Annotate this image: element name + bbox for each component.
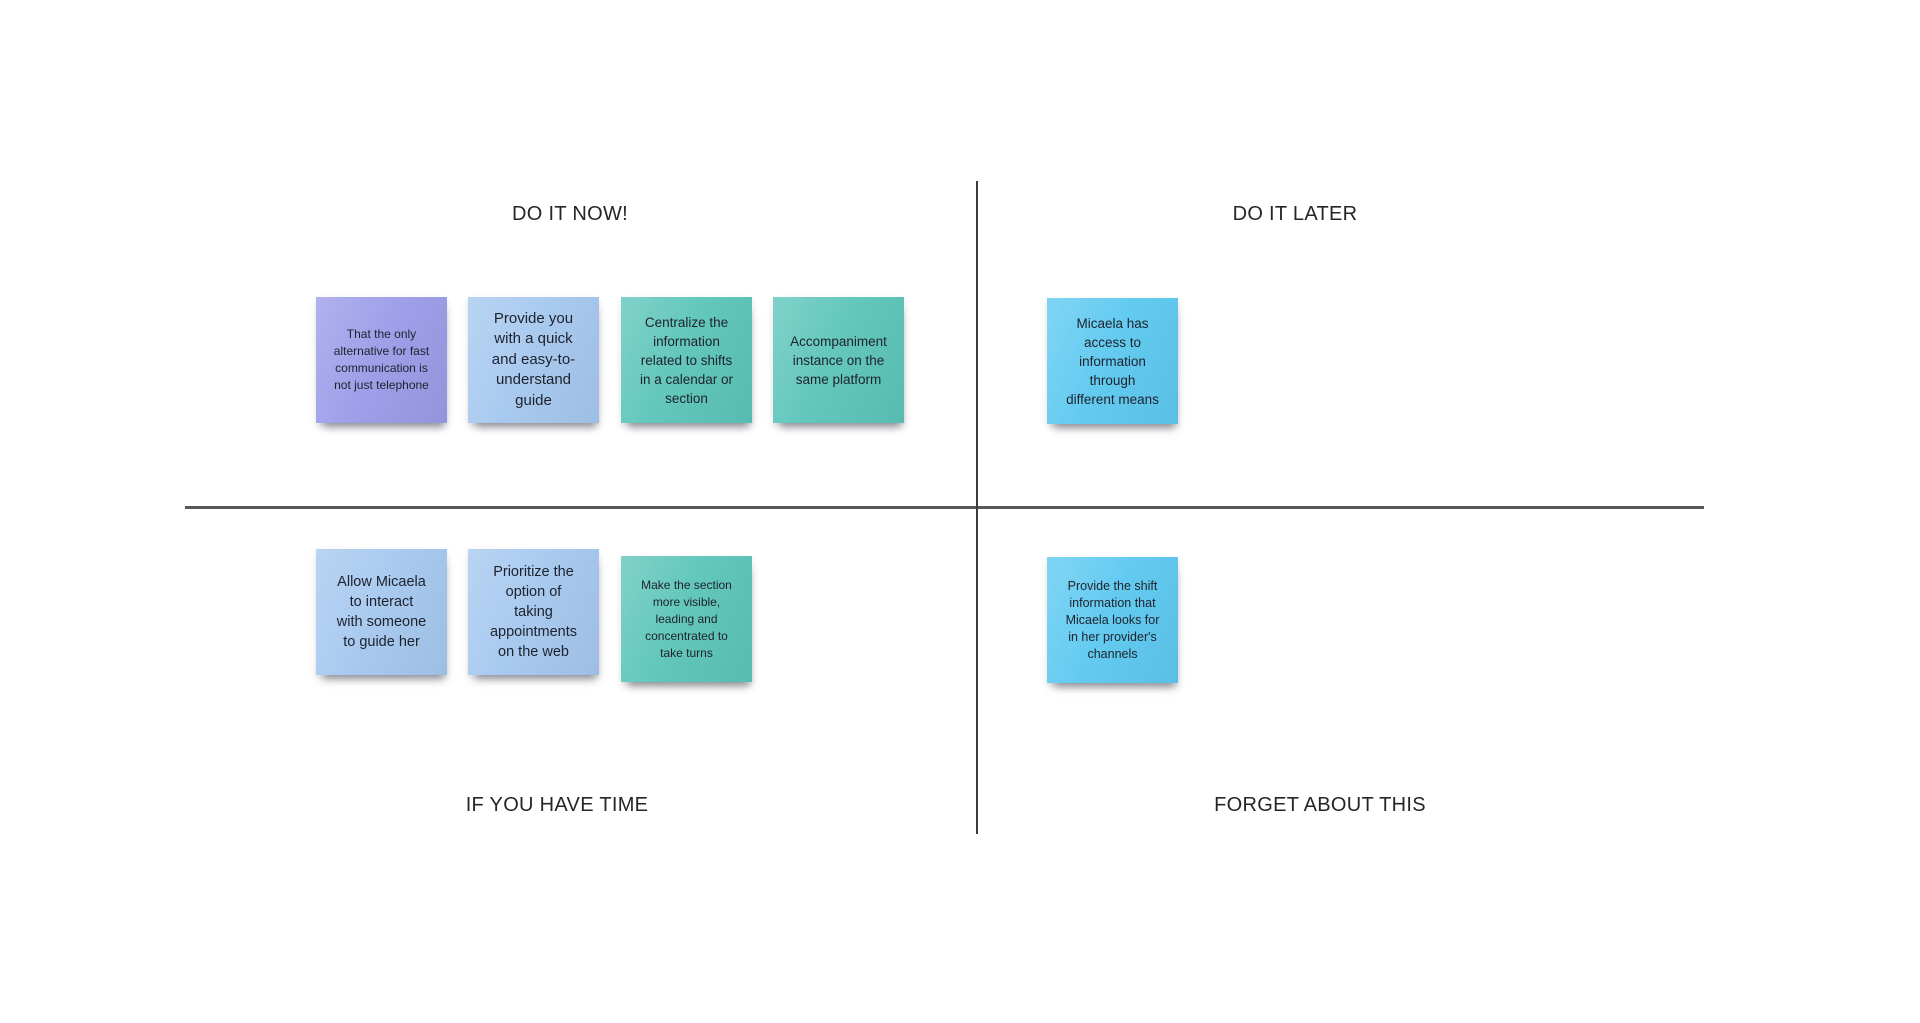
- sticky-note-text: Accompaniment instance on the same platf…: [790, 333, 887, 387]
- sticky-note-text: Make the section more visible, leading a…: [641, 577, 732, 660]
- sticky-note-text: Provide you with a quick and easy-to- un…: [491, 309, 576, 409]
- quadrant-title-if-you-have-time: IF YOU HAVE TIME: [465, 794, 649, 816]
- quadrant-title-forget-about-this: FORGET ABOUT THIS: [1214, 794, 1426, 816]
- quadrant-title-do-it-later: DO IT LATER: [1232, 203, 1358, 225]
- sticky-note-text: Micaela has access to information throug…: [1066, 315, 1159, 407]
- sticky-note-provider-channels[interactable]: Provide the shift information that Micae…: [1047, 557, 1178, 683]
- sticky-note-accompaniment-instance[interactable]: Accompaniment instance on the same platf…: [773, 297, 904, 423]
- sticky-note-access-through-means[interactable]: Micaela has access to information throug…: [1047, 298, 1178, 424]
- sticky-note-quick-guide[interactable]: Provide you with a quick and easy-to- un…: [468, 297, 599, 423]
- sticky-note-visible-section[interactable]: Make the section more visible, leading a…: [621, 556, 752, 682]
- sticky-note-text: Provide the shift information that Micae…: [1065, 578, 1160, 661]
- sticky-note-telephone-alternative[interactable]: That the only alternative for fast commu…: [316, 297, 447, 423]
- axis-line-horizontal: [185, 506, 1704, 509]
- sticky-note-centralize-shifts[interactable]: Centralize the information related to sh…: [621, 297, 752, 423]
- axis-line-vertical: [976, 181, 978, 834]
- sticky-note-web-appointments[interactable]: Prioritize the option of taking appointm…: [468, 549, 599, 675]
- quadrant-title-do-it-now: DO IT NOW!: [512, 203, 628, 225]
- sticky-note-text: Centralize the information related to sh…: [639, 314, 734, 406]
- sticky-note-text: That the only alternative for fast commu…: [333, 327, 430, 392]
- sticky-note-text: Allow Micaela to interact with someone t…: [336, 574, 427, 650]
- sticky-note-interact-with-someone[interactable]: Allow Micaela to interact with someone t…: [316, 549, 447, 675]
- sticky-note-text: Prioritize the option of taking appointm…: [489, 564, 578, 660]
